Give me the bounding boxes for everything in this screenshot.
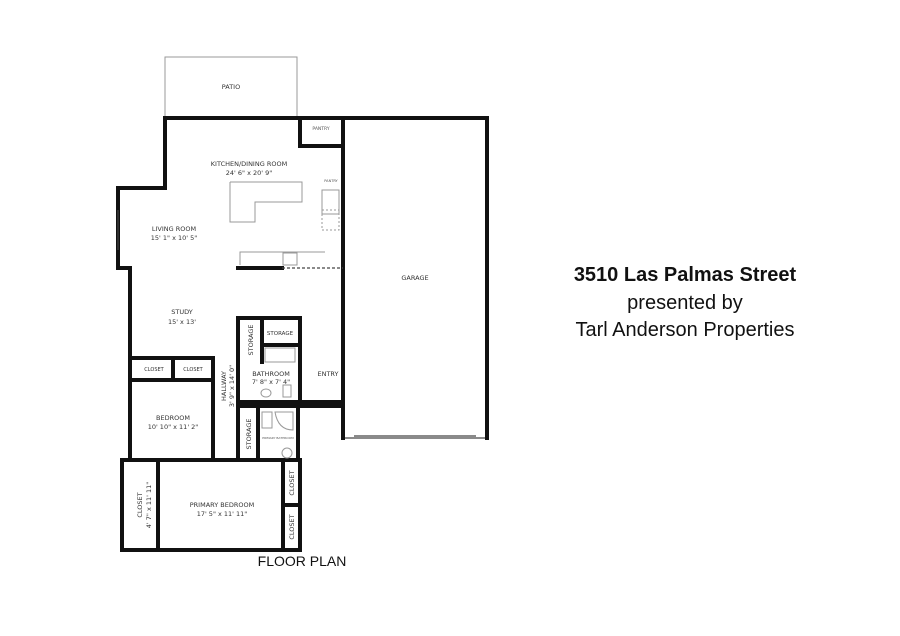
closet-label: CLOSET — [288, 514, 296, 539]
closet-label: CLOSET — [144, 367, 164, 373]
presented-by: presented by — [627, 292, 743, 314]
bedroom-dim: 10' 10" x 11' 2" — [148, 423, 199, 431]
agency-name: Tarl Anderson Properties — [575, 319, 795, 341]
floor-plan-caption: FLOOR PLAN — [257, 553, 347, 569]
storage-label: STORAGE — [245, 419, 253, 450]
entry-label: ENTRY — [317, 370, 338, 378]
study-label: STUDY — [171, 308, 193, 316]
pantry-label: PANTRY — [312, 126, 329, 132]
study-dim: 15' x 13' — [168, 318, 196, 326]
storage-label: STORAGE — [267, 331, 294, 337]
closet-left-dim: 4' 7" x 11' 11" — [145, 482, 153, 528]
bedroom-label: BEDROOM — [156, 414, 190, 422]
patio-label: PATIO — [222, 83, 240, 91]
pantry-small-label: PANTRY — [324, 179, 338, 183]
address-heading: 3510 Las Palmas Street — [573, 264, 797, 286]
garage-label: GARAGE — [401, 274, 428, 282]
house-walls — [116, 116, 345, 552]
closet-label: CLOSET — [183, 367, 203, 373]
storage-label: STORAGE — [247, 325, 255, 356]
closet-label: CLOSET — [288, 470, 296, 495]
kitchen-island — [229, 181, 340, 266]
garage — [341, 116, 489, 440]
hallway-dim: 3' 9" x 14' 0" — [228, 365, 236, 407]
primary-bedroom-label: PRIMARY BEDROOM — [190, 501, 254, 509]
bathroom-fixtures — [260, 347, 296, 459]
living-label: LIVING ROOM — [152, 225, 196, 233]
hallway-label: HALLWAY — [220, 371, 228, 401]
bathroom-label: BATHROOM — [252, 370, 290, 378]
bathroom-dim: 7' 8" x 7' 4" — [252, 378, 290, 386]
closet-left-label: CLOSET — [136, 492, 144, 517]
kitchen-dim: 24' 6" x 20' 9" — [226, 169, 272, 177]
primary-bath-label: PRIMARY BATHROOM — [262, 436, 294, 440]
kitchen-label: KITCHEN/DINING ROOM — [211, 160, 287, 168]
living-dim: 15' 1" x 10' 5" — [151, 234, 197, 242]
primary-bedroom-dim: 17' 5" x 11' 11" — [197, 510, 248, 518]
